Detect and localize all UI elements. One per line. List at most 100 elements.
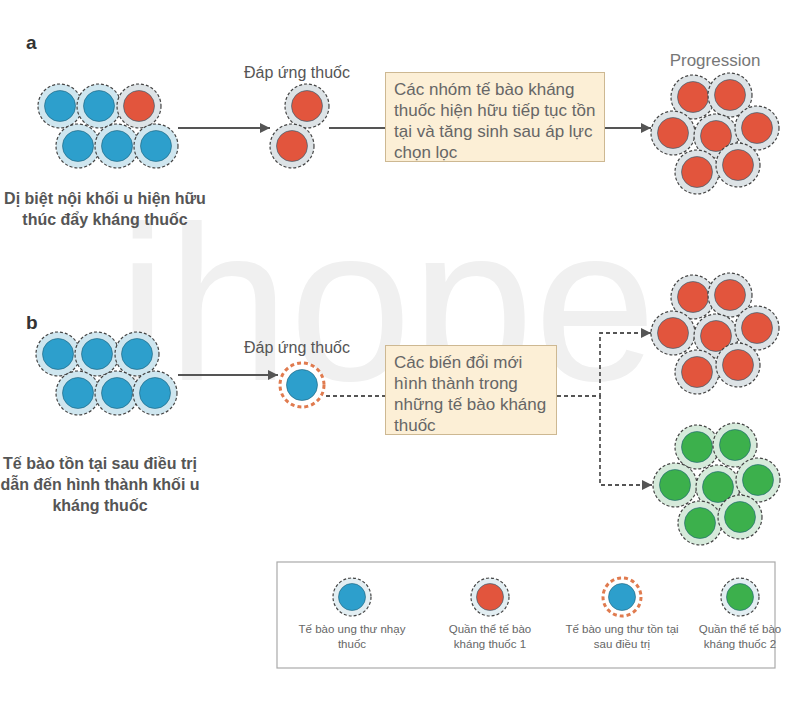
cancer-cell	[270, 124, 314, 168]
cancer-cell	[651, 311, 695, 355]
cell-halo	[75, 332, 119, 376]
cell-core	[140, 378, 171, 409]
cancer-cell	[75, 332, 119, 376]
cell-halo	[270, 124, 314, 168]
cancer-cell	[38, 84, 82, 128]
flow-arrow	[178, 127, 270, 129]
cancer-cell	[133, 371, 177, 415]
cancer-cell	[285, 84, 329, 128]
cell-core	[63, 131, 94, 162]
cell-halo	[285, 84, 329, 128]
text-box: Các biến đổi mới hình thành trong những …	[385, 345, 557, 435]
cell-halo	[56, 371, 100, 415]
cancer-cell	[95, 371, 139, 415]
cell-halo	[651, 311, 695, 355]
legend-item	[333, 578, 371, 616]
cell-core	[63, 378, 94, 409]
cancer-cell	[56, 124, 100, 168]
cell-core	[725, 502, 756, 533]
cancer-cell	[36, 332, 80, 376]
cancer-cell	[134, 124, 178, 168]
cell-halo	[718, 495, 762, 539]
cell-halo	[280, 363, 324, 407]
cell-cluster	[652, 423, 780, 545]
cell-cluster: Đáp ứng thuốc	[270, 84, 329, 168]
cell-core	[685, 508, 716, 539]
cell-illustration	[36, 73, 780, 545]
cell-core	[658, 318, 689, 349]
cell-core	[682, 157, 713, 188]
cell-core	[743, 465, 774, 496]
cell-halo	[133, 371, 177, 415]
cell-core	[660, 470, 691, 501]
cluster-caption: Dị biệt nội khối u hiện hữu thúc đẩy khá…	[0, 188, 215, 230]
cell-core	[742, 313, 773, 344]
cell-halo	[95, 124, 139, 168]
legend	[333, 578, 759, 616]
legend-item	[471, 578, 509, 616]
cancer-cell	[678, 501, 722, 545]
cell-core	[82, 339, 113, 370]
legend-frame	[277, 562, 775, 668]
cell-core	[141, 131, 172, 162]
cell-core	[682, 357, 713, 388]
cancer-cell	[675, 350, 719, 394]
cell-cluster: Dị biệt nội khối u hiện hữu thúc đẩy khá…	[38, 84, 178, 168]
cell-core	[102, 378, 133, 409]
cell-core	[678, 82, 709, 113]
cluster-caption: Đáp ứng thuốc	[227, 337, 367, 358]
legend-swatch	[477, 584, 504, 611]
cell-halo	[651, 111, 695, 155]
legend-swatch	[339, 584, 366, 611]
cancer-cell	[718, 495, 762, 539]
cancer-cell	[675, 425, 719, 469]
panel-label: b	[26, 312, 38, 334]
cell-halo	[38, 84, 82, 128]
cell-core	[742, 113, 773, 144]
cell-halo	[56, 124, 100, 168]
legend-text: Quần thể tế bào kháng thuốc 2	[682, 622, 798, 652]
cancer-cell	[675, 150, 719, 194]
legend-item	[603, 578, 641, 616]
legend-text: Quần thể tế bào kháng thuốc 1	[432, 622, 548, 652]
cell-halo	[115, 332, 159, 376]
cancer-cell	[280, 363, 324, 407]
box-text: Các nhóm tế bào kháng thuốc hiện hữu tiế…	[394, 79, 596, 163]
legend-text: Tế bào ung thư tồn tại sau điều trị	[564, 622, 680, 652]
cancer-cell	[716, 143, 760, 187]
cell-core	[682, 432, 713, 463]
cell-core	[715, 280, 746, 311]
cell-core	[102, 131, 133, 162]
cell-core	[277, 131, 308, 162]
cell-halo	[716, 343, 760, 387]
cell-halo	[675, 350, 719, 394]
cell-core	[124, 91, 155, 122]
cell-core	[678, 282, 709, 313]
cancer-cell	[95, 124, 139, 168]
cell-halo	[603, 578, 641, 616]
swatch-halo	[721, 578, 759, 616]
cell-cluster	[651, 273, 779, 394]
cell-core	[609, 584, 636, 611]
panel-label: a	[26, 32, 37, 54]
cancer-cell	[653, 463, 697, 507]
cell-halo	[95, 371, 139, 415]
cell-cluster: Progression	[651, 73, 779, 194]
cell-core	[720, 430, 751, 461]
cell-halo	[716, 143, 760, 187]
cell-core	[723, 150, 754, 181]
cell-halo	[675, 150, 719, 194]
cancer-cell	[117, 84, 161, 128]
cell-cluster: Tế bào tồn tại sau điều trị dẫn đến hình…	[36, 332, 178, 415]
cell-core	[287, 370, 318, 401]
legend-swatch	[727, 584, 754, 611]
cell-halo	[678, 501, 722, 545]
cell-core	[292, 91, 323, 122]
flow-arrow	[605, 127, 651, 129]
cell-core	[715, 80, 746, 111]
cell-core	[723, 350, 754, 381]
cancer-cell	[77, 84, 121, 128]
cluster-caption: Progression	[645, 50, 785, 72]
cell-core	[84, 91, 115, 122]
swatch-halo	[471, 578, 509, 616]
